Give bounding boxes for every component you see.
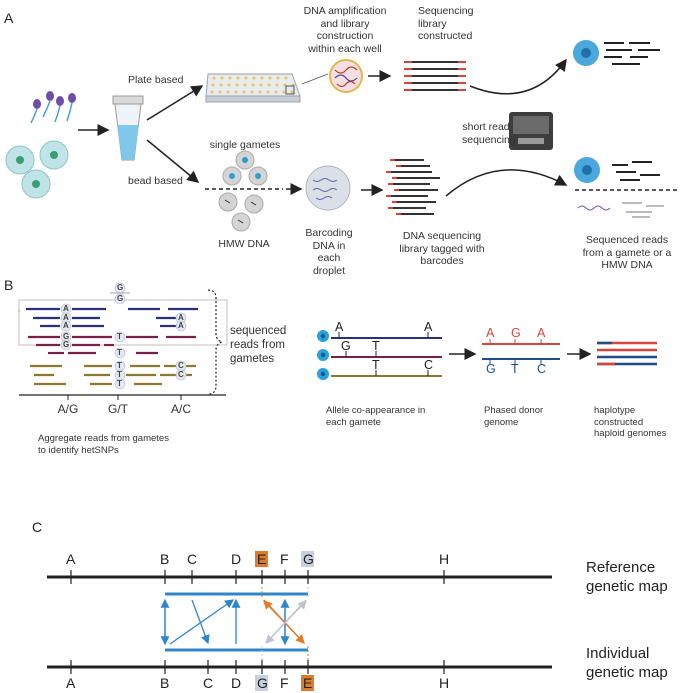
dna-seq-library-label: DNA sequencing library tagged with barco…: [399, 230, 485, 267]
bead-based-label: bead based: [128, 175, 183, 187]
allele-letter: G: [341, 339, 351, 353]
ind-marker: A: [66, 675, 76, 691]
sequenced-reads-gametes-label: sequenced reads from gametes: [230, 325, 287, 365]
phased-donor-label: Phased donor genome: [484, 405, 544, 428]
individual-map-label: Individual genetic map: [586, 645, 668, 681]
ind-marker: F: [280, 675, 289, 691]
phased-allele: C: [537, 362, 547, 376]
haplotype-label: haplotype constructed haploid genomes: [594, 405, 667, 439]
allele-letter: T: [372, 339, 380, 353]
phased-allele: G: [486, 362, 496, 376]
phased-allele: T: [511, 362, 519, 376]
pileup-letter: T: [117, 370, 122, 379]
pileup-letter: T: [117, 361, 122, 370]
snp-label-ac: A/C: [170, 402, 191, 416]
pileup-letter: A: [63, 313, 69, 322]
panel-b-label: B: [4, 277, 14, 293]
snp-label-ag: A/G: [57, 402, 79, 416]
sequenced-reads-label: Sequenced reads from a gamete or a HMW D…: [582, 234, 672, 271]
sequencing-library-label: Sequencing library constructed: [418, 5, 474, 42]
short-read-label: short read sequencing: [462, 121, 516, 146]
marker-e-highlight: [255, 551, 268, 567]
pileup-letter: T: [117, 332, 122, 341]
allele-coappearance-label: Allele co-appearance in each gamete: [326, 405, 426, 428]
ref-marker: D: [231, 551, 242, 567]
sequenced-reads-top: [573, 40, 660, 66]
panel-a-graphics: [5, 40, 678, 232]
ind-marker: G: [257, 675, 268, 691]
barcoding-label: Barcoding DNA in each droplet: [305, 227, 353, 277]
marker-g-highlight: [301, 551, 314, 567]
well-zoom-icon: [329, 59, 363, 93]
panel-b-graphics: [18, 282, 657, 400]
ref-marker: E: [257, 551, 267, 567]
panel-a-label: A: [4, 10, 14, 26]
hmw-dna-label: HMW DNA: [218, 238, 270, 250]
pileup-letter: C: [178, 361, 184, 370]
phased-allele: G: [511, 326, 521, 340]
ref-marker: G: [303, 551, 314, 567]
ind-marker: H: [439, 675, 450, 691]
tube-icon: [112, 95, 144, 161]
pileup-letter: C: [178, 370, 184, 379]
dna-amplification-label: DNA amplification and library constructi…: [303, 5, 387, 55]
ref-marker: F: [280, 551, 289, 567]
read-pileup: [26, 307, 198, 386]
pileup-letter: G: [117, 294, 124, 303]
plate-library-reads: [404, 61, 466, 91]
allele-letter: A: [424, 320, 433, 334]
plate-based-label: Plate based: [128, 74, 184, 86]
panel-c-graphics: [47, 570, 552, 674]
ind-marker: D: [231, 675, 242, 691]
well-plate-icon: [205, 73, 301, 103]
ind-marker: E: [303, 675, 313, 691]
pileup-letter: T: [117, 348, 122, 357]
pileup-letter: A: [178, 313, 184, 322]
pileup-letter: A: [178, 321, 184, 330]
phased-allele: A: [486, 326, 495, 340]
panel-c-label: C: [32, 519, 43, 535]
egg-cell-icon: [5, 140, 69, 199]
hmw-dna-beads-icon: [218, 192, 264, 232]
pileup-letter: A: [63, 304, 69, 313]
sperm-icon: [30, 91, 76, 124]
ref-marker: B: [160, 551, 170, 567]
marker-g-highlight: [255, 675, 268, 691]
pileup-letter: G: [63, 340, 70, 349]
phased-allele: A: [537, 326, 546, 340]
aggregate-label: Aggregate reads from gametes to identify…: [38, 433, 169, 456]
reference-map-label: Reference genetic map: [586, 559, 668, 595]
marker-e-highlight: [301, 675, 314, 691]
bead-library-reads: [386, 159, 440, 215]
sequencer-icon: [509, 112, 553, 150]
ref-marker: C: [187, 551, 198, 567]
snp-label-gt: G/T: [108, 402, 128, 416]
allele-letter: T: [372, 358, 380, 372]
pileup-letter: G: [63, 332, 70, 341]
pileup-letter: A: [63, 321, 69, 330]
sequenced-reads-bottom: [574, 157, 678, 218]
allele-letter: A: [335, 320, 344, 334]
ind-marker: B: [160, 675, 170, 691]
droplet-icon: [305, 165, 351, 211]
single-gametes-label: single gametes: [209, 139, 281, 151]
ref-marker: A: [66, 551, 76, 567]
haploid-genomes: [597, 341, 657, 366]
ref-marker: H: [439, 551, 450, 567]
gamete-beads-icon: [222, 150, 268, 186]
pileup-letter: T: [117, 379, 122, 388]
pileup-letter: G: [117, 283, 124, 292]
ind-marker: C: [203, 675, 214, 691]
allele-letter: C: [424, 358, 434, 372]
